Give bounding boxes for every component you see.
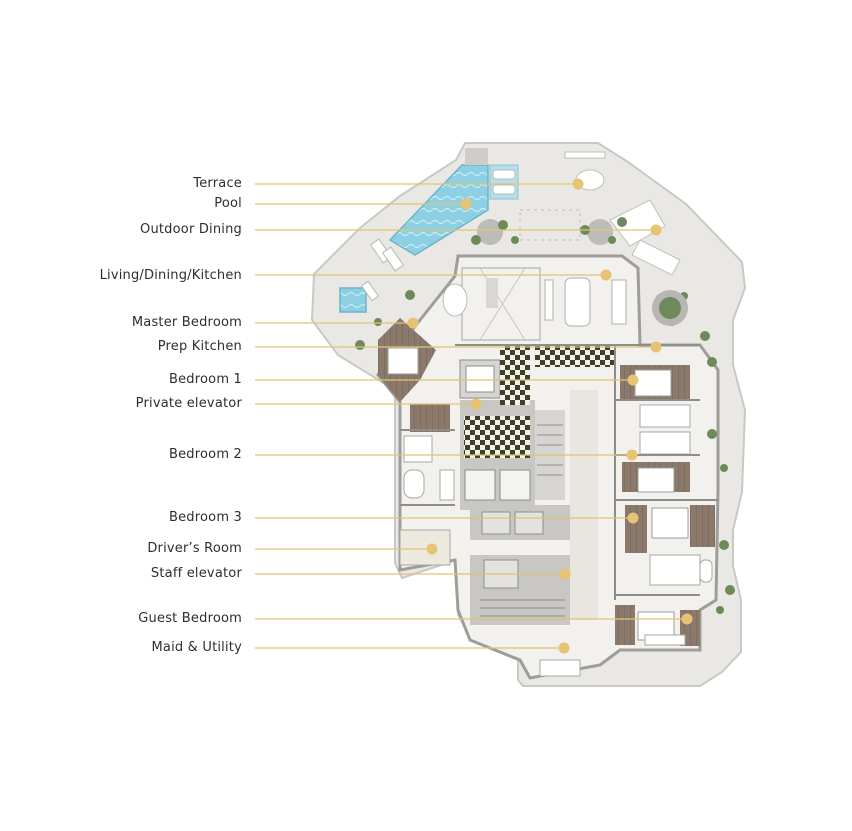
label-outdoor-dining: Outdoor Dining xyxy=(140,222,242,237)
marker-dot-maid-utility xyxy=(558,642,570,654)
label-master-bedroom: Master Bedroom xyxy=(131,315,242,330)
marker-dot-drivers-room xyxy=(426,543,438,555)
marker-dot-bedroom-2 xyxy=(626,449,638,461)
marker-dot-outdoor-dining xyxy=(650,224,662,236)
pool-shape xyxy=(339,148,519,313)
outdoor-furniture xyxy=(477,151,681,276)
label-bedroom-1: Bedroom 1 xyxy=(168,372,242,387)
label-pool: Pool xyxy=(214,196,242,211)
marker-dot-living xyxy=(600,269,612,281)
hatched-zones xyxy=(464,345,615,458)
marker-dot-prep-kitchen xyxy=(650,341,662,353)
label-prep-kitchen: Prep Kitchen xyxy=(157,339,242,354)
marker-dots xyxy=(407,178,693,654)
drivers-room-floor xyxy=(399,529,451,566)
label-living: Living/Dining/Kitchen xyxy=(99,268,242,283)
leader-lines xyxy=(255,183,687,649)
round-planter xyxy=(652,290,688,326)
label-guest-bedroom: Guest Bedroom xyxy=(138,611,242,626)
marker-dot-bedroom-3 xyxy=(627,512,639,524)
label-private-elevator: Private elevator xyxy=(135,396,242,411)
label-bedroom-2: Bedroom 2 xyxy=(168,447,242,462)
marker-dot-staff-elevator xyxy=(559,568,571,580)
living-furniture xyxy=(442,267,627,341)
marker-dot-terrace xyxy=(572,178,584,190)
marker-dot-guest-bedroom xyxy=(681,613,693,625)
pool-loungers xyxy=(360,238,405,302)
marker-dot-bedroom-1 xyxy=(627,374,639,386)
beds xyxy=(387,347,689,641)
label-terrace: Terrace xyxy=(193,176,242,191)
wall-lines xyxy=(400,344,718,600)
label-maid-utility: Maid & Utility xyxy=(151,640,242,655)
label-staff-elevator: Staff elevator xyxy=(150,566,242,581)
marker-dot-master-bedroom xyxy=(407,317,419,329)
bathrooms xyxy=(403,404,713,677)
marker-dot-private-elevator xyxy=(470,398,482,410)
label-bedroom-3: Bedroom 3 xyxy=(168,510,242,525)
marker-dot-pool xyxy=(460,198,472,210)
label-drivers-room: Driver’s Room xyxy=(147,541,242,556)
